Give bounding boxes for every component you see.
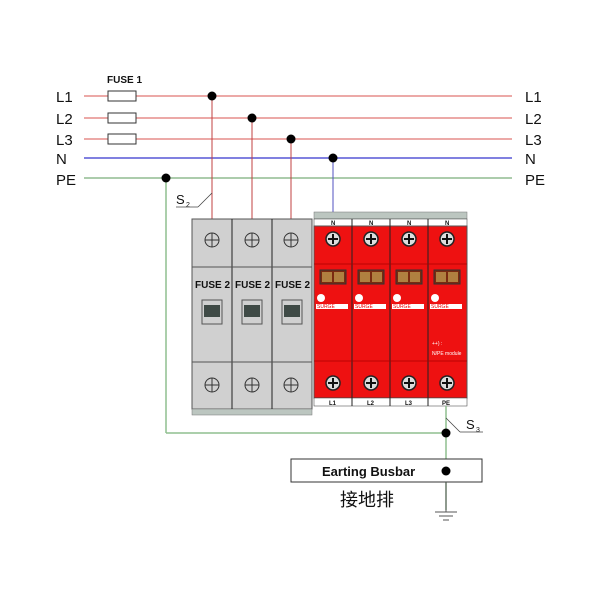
fuse2-label: FUSE 2 xyxy=(235,280,270,291)
brand-text: SURGE xyxy=(355,304,373,310)
brand-logo-icon xyxy=(393,294,401,302)
label-left-l1: L1 xyxy=(56,89,73,106)
spd-bottom-label: L3 xyxy=(405,401,413,407)
spd-module-2: N SURGE L2 xyxy=(354,221,386,407)
junction-l3 xyxy=(286,134,296,144)
ground-icon xyxy=(435,482,457,521)
switch-s2: S 2 xyxy=(176,192,213,209)
brand-logo-icon xyxy=(317,294,325,302)
junction-l1 xyxy=(207,91,217,101)
label-left-n: N xyxy=(56,151,67,168)
fuse1-l2 xyxy=(107,112,137,124)
spd-bottom-label: L1 xyxy=(329,401,337,407)
brand-logo-icon xyxy=(355,294,363,302)
spd-bottom-label: L2 xyxy=(367,401,375,407)
switch-s3: S 3 xyxy=(445,417,483,434)
label-right-n: N xyxy=(525,151,536,168)
spd-bottom-label: PE xyxy=(442,401,450,407)
spd-block xyxy=(313,211,468,407)
label-right-l1: L1 xyxy=(525,89,542,106)
s3-letter: S xyxy=(466,417,475,432)
s2-sub: 2 xyxy=(186,202,190,209)
label-right-l2: L2 xyxy=(525,111,542,128)
label-left-l2: L2 xyxy=(56,111,73,128)
junction-pe xyxy=(161,173,171,183)
spd-module-3: N SURGE L3 xyxy=(392,221,424,407)
spd-module-1: N SURGE L1 xyxy=(316,221,348,407)
npe-note-line1: ++) : xyxy=(432,341,442,347)
s2-letter: S xyxy=(176,192,185,207)
brand-text: SURGE xyxy=(317,304,335,310)
fuse2-label: FUSE 2 xyxy=(275,280,310,291)
s3-sub: 3 xyxy=(476,427,480,434)
fuse2-module-3: FUSE 2 xyxy=(275,232,310,393)
fuse2-module-1: FUSE 2 xyxy=(195,232,230,393)
label-right-pe: PE xyxy=(525,172,545,189)
brand-text: SURGE xyxy=(393,304,411,310)
fuse2-module-2: FUSE 2 xyxy=(235,232,270,393)
fuse2-window xyxy=(201,299,223,325)
fuse2-label: FUSE 2 xyxy=(195,280,230,291)
spd-top-label: N xyxy=(331,221,335,227)
junction-busbar xyxy=(441,466,451,476)
fuse2-window xyxy=(241,299,263,325)
spd-module-4-npe: N SURGE ++) : N/PE module PE xyxy=(430,221,462,407)
fuse2-window xyxy=(281,299,303,325)
fuse1-l3 xyxy=(107,133,137,145)
spd-top-label: N xyxy=(445,221,449,227)
fuse1-label: FUSE 1 xyxy=(107,75,142,86)
label-left-l3: L3 xyxy=(56,132,73,149)
spd-top-rail xyxy=(313,211,468,220)
junction-l2 xyxy=(247,113,257,123)
earthing-busbar-cn-label: 接地排 xyxy=(340,490,394,511)
earthing-busbar-label: Earting Busbar xyxy=(322,464,415,479)
fuse2-din-rail xyxy=(191,408,313,416)
brand-text: SURGE xyxy=(431,304,449,310)
spd-top-label: N xyxy=(369,221,373,227)
label-left-pe: PE xyxy=(56,172,76,189)
brand-logo-icon xyxy=(431,294,439,302)
junction-pe-spd xyxy=(441,428,451,438)
earthing-busbar xyxy=(290,458,483,483)
junction-n xyxy=(328,153,338,163)
fuse1-l1 xyxy=(107,90,137,102)
npe-note-line2: N/PE module xyxy=(432,351,462,357)
label-right-l3: L3 xyxy=(525,132,542,149)
spd-top-label: N xyxy=(407,221,411,227)
